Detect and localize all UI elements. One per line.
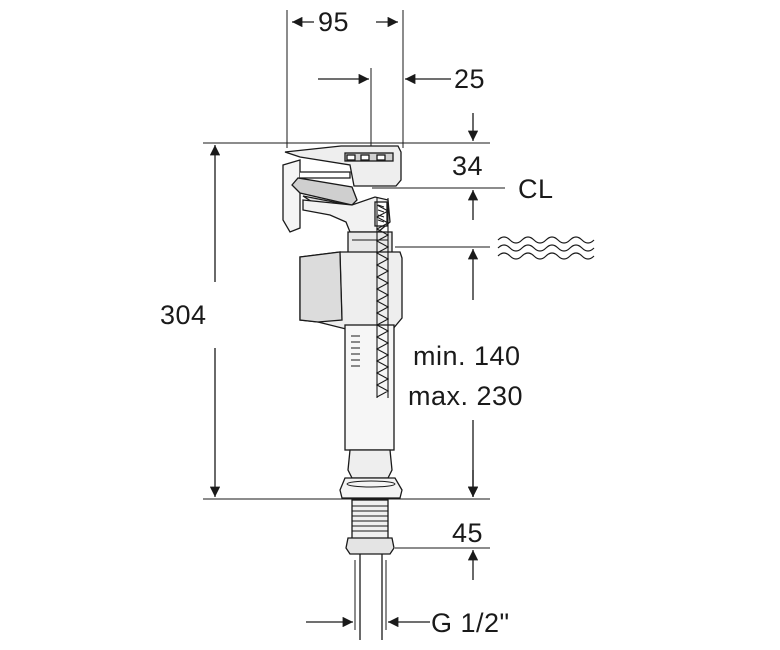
lever-arm — [291, 177, 358, 206]
threaded-shank — [351, 499, 389, 541]
dimension-25-label: 25 — [454, 64, 486, 94]
water-level-min-label: min. 140 — [413, 341, 521, 371]
water-level-max-label: max. 230 — [408, 381, 524, 411]
water-level-icon — [497, 236, 595, 260]
fill-valve-body — [282, 145, 403, 640]
centerline-label: CL — [518, 174, 554, 204]
base-flange — [339, 477, 403, 499]
thread-size-label: G 1/2" — [431, 608, 510, 638]
dimension-34-label: 34 — [452, 151, 484, 181]
adjusting-chain — [375, 198, 390, 398]
side-bracket — [282, 159, 301, 233]
dimension-304-label: 304 — [160, 300, 207, 330]
dimension-45-label: 45 — [452, 518, 484, 548]
lock-nut — [345, 537, 395, 555]
dimension-95-label: 95 — [318, 7, 350, 37]
